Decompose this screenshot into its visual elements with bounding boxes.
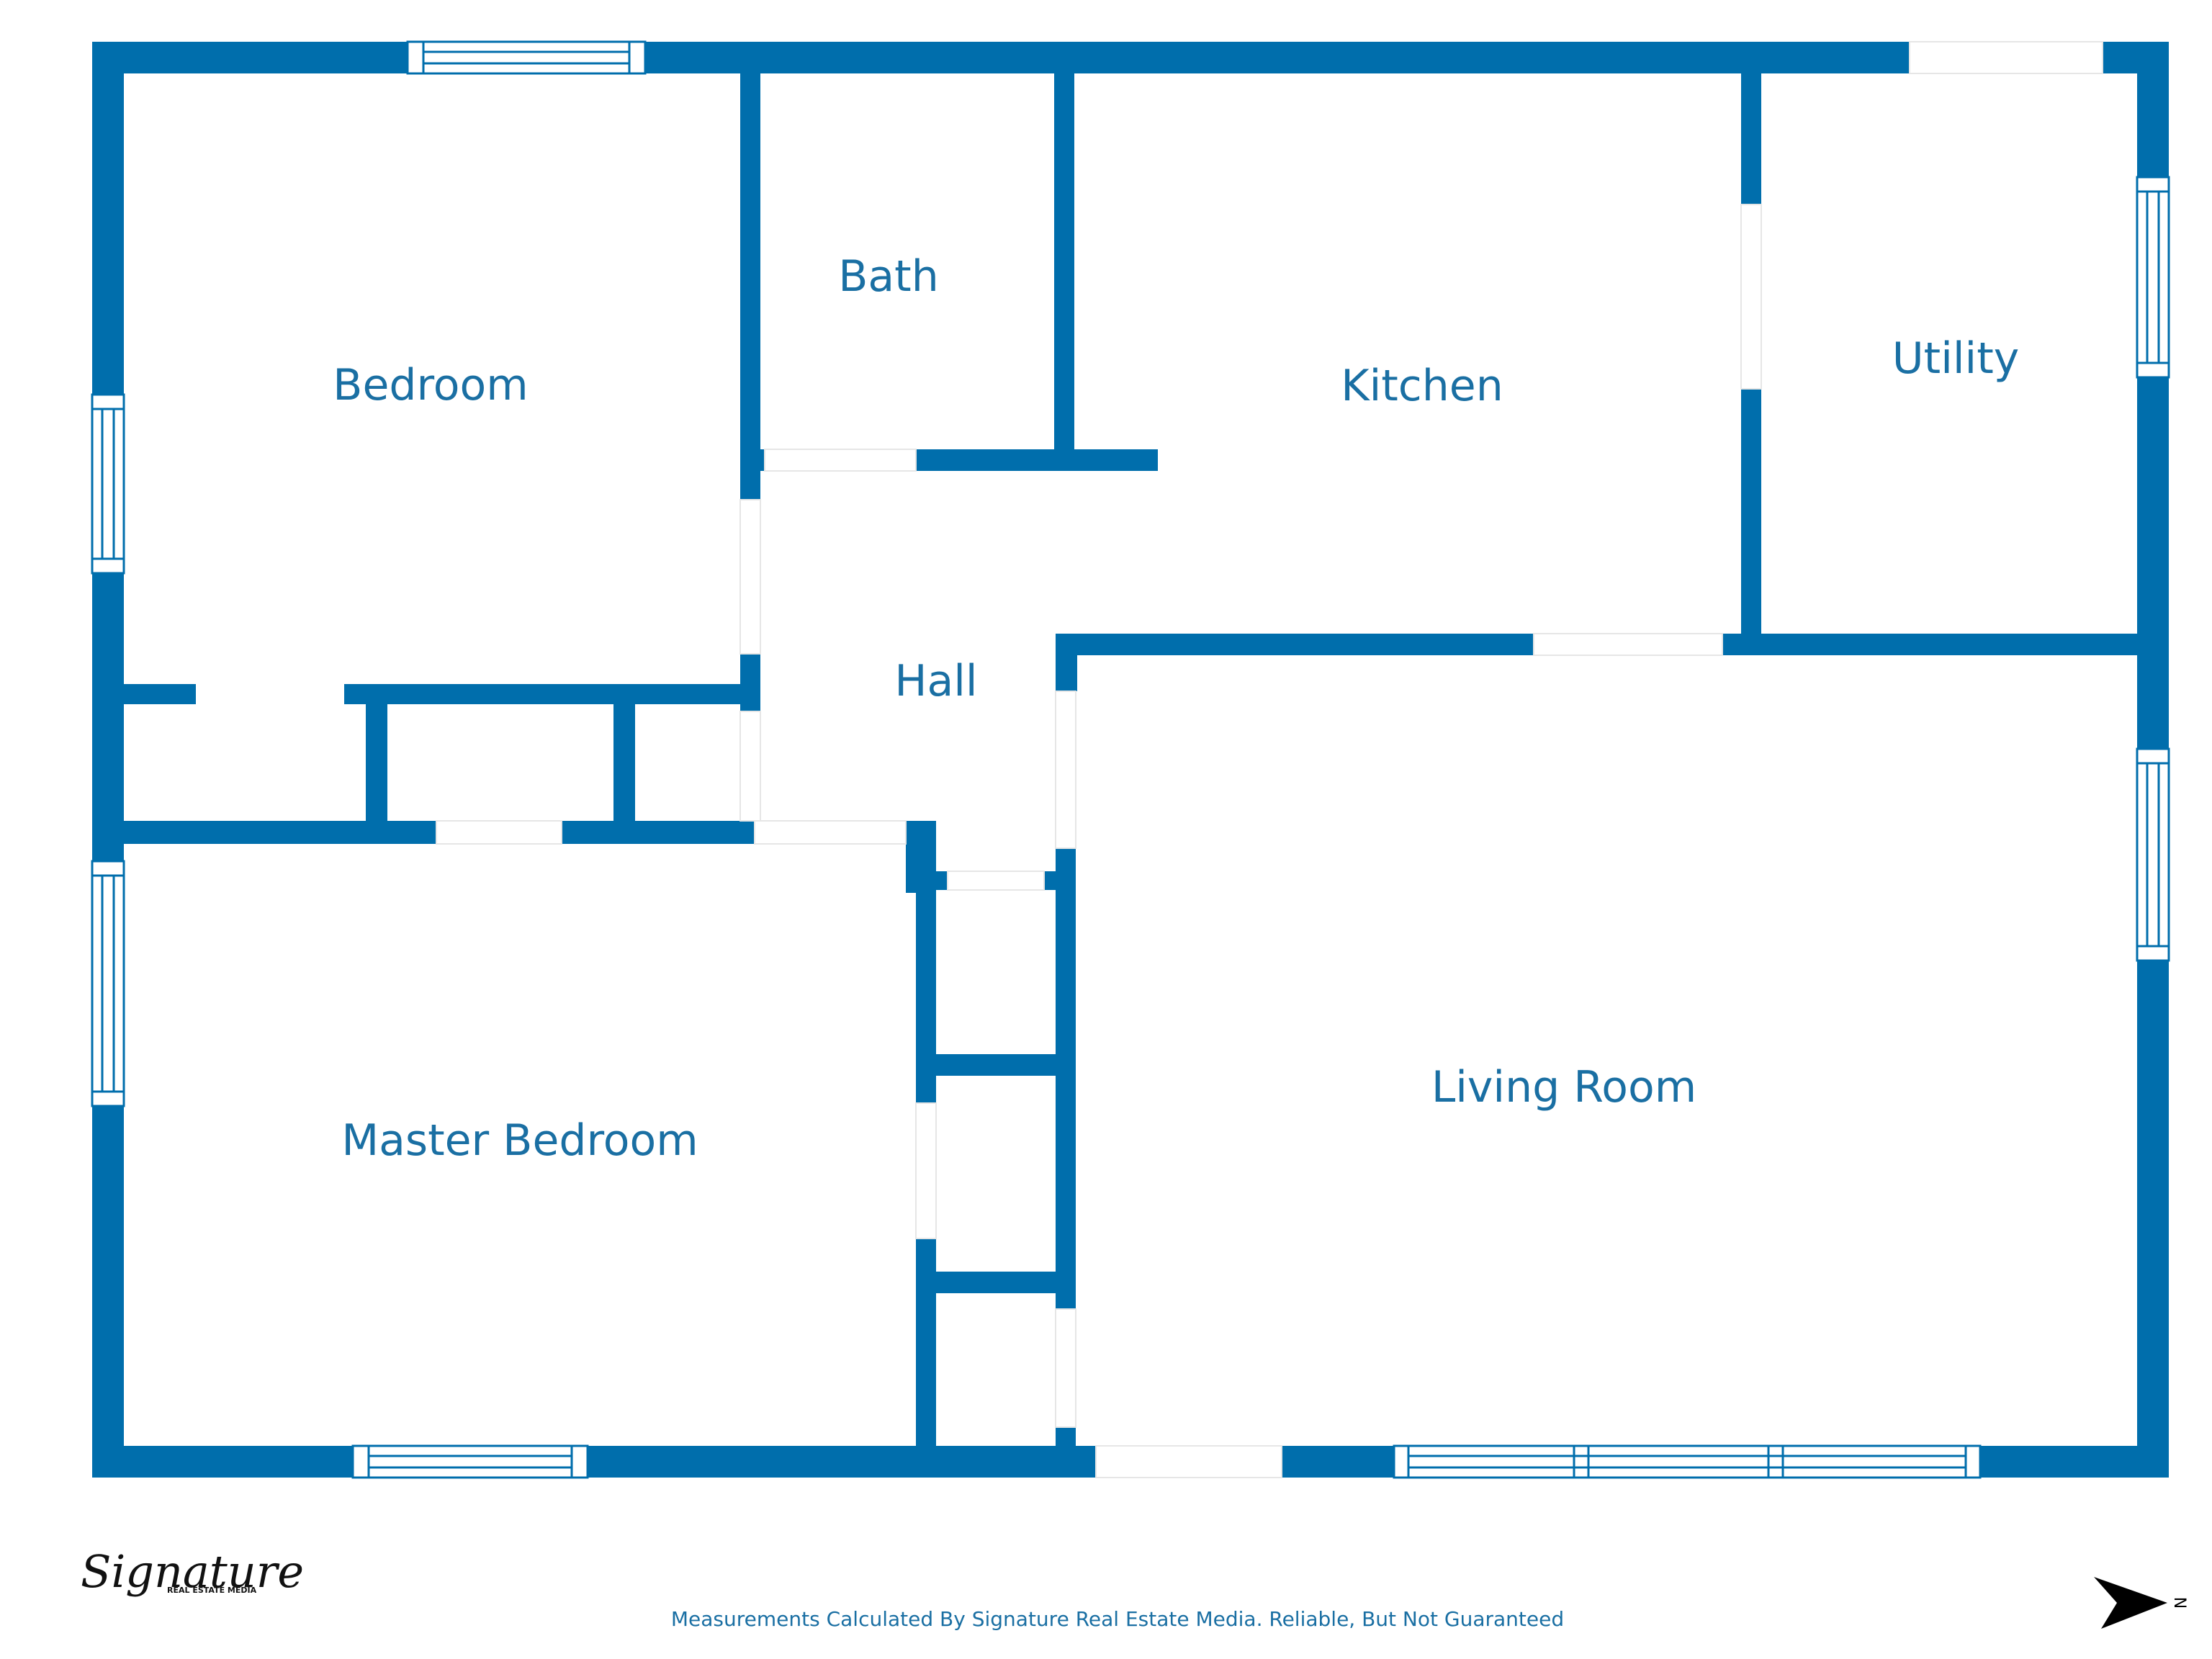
room-label-master-bedroom: Master Bedroom xyxy=(341,1115,698,1166)
window-master-left xyxy=(91,860,125,1107)
logo-script: Signature xyxy=(81,1545,304,1598)
room-label-bath: Bath xyxy=(838,251,938,302)
window-living-bottom xyxy=(1393,1444,1982,1479)
window-bedroom-left xyxy=(91,393,125,575)
window-utility-right xyxy=(2136,176,2170,379)
window-living-right xyxy=(2136,747,2170,962)
north-arrow-icon: N xyxy=(2094,1577,2188,1629)
disclaimer-text: Measurements Calculated By Signature Rea… xyxy=(671,1607,1564,1631)
windows xyxy=(91,40,2170,1479)
logo-subtitle: REAL ESTATE MEDIA xyxy=(167,1586,257,1595)
room-label-hall: Hall xyxy=(894,656,977,706)
room-label-utility: Utility xyxy=(1892,333,2019,384)
brand-logo: Signature REAL ESTATE MEDIA xyxy=(81,1545,304,1598)
room-label-living-room: Living Room xyxy=(1431,1062,1696,1112)
room-label-kitchen: Kitchen xyxy=(1341,361,1503,411)
walls xyxy=(92,42,2169,1478)
window-bedroom-top xyxy=(406,40,647,75)
door-openings xyxy=(436,41,2103,1478)
room-label-bedroom: Bedroom xyxy=(333,360,528,410)
compass-letter: N xyxy=(2170,1597,2188,1609)
window-master-bottom xyxy=(351,1444,589,1479)
